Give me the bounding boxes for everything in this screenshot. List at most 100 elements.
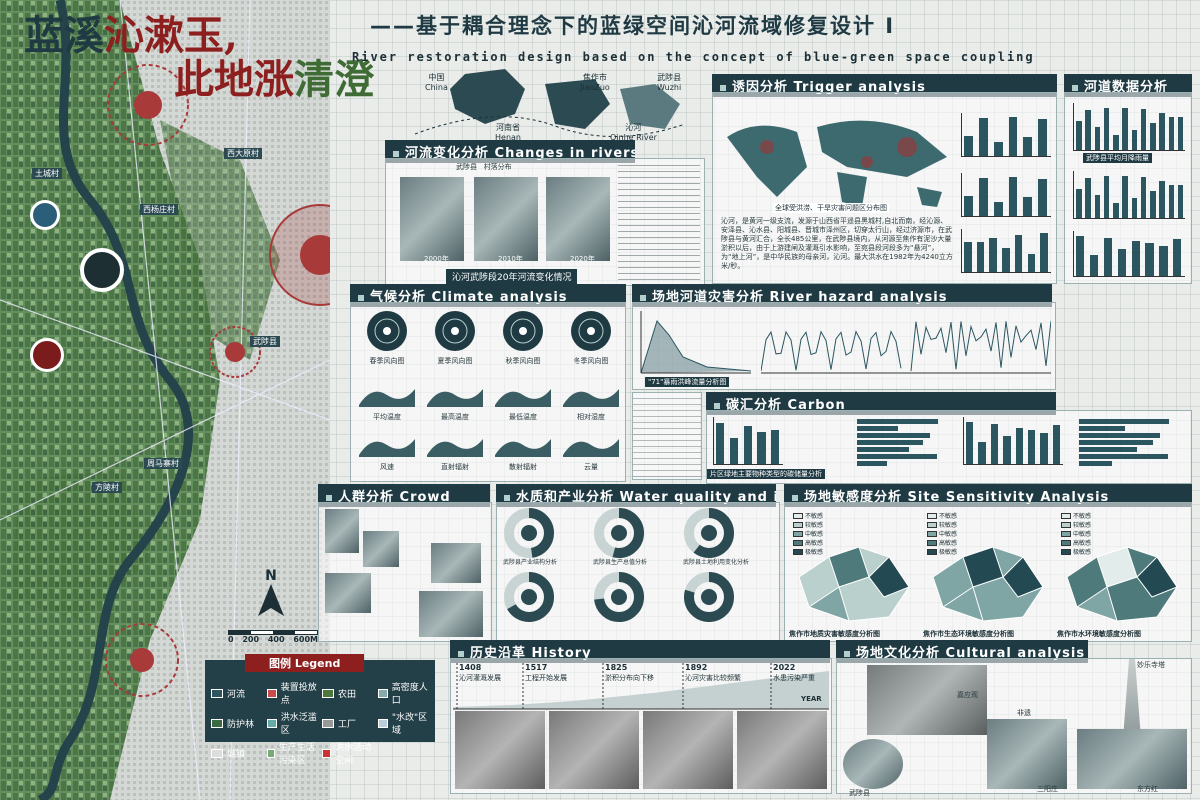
loc-qinhe-cn: 沁河	[625, 123, 642, 132]
wind-rose: 夏季风向图	[425, 309, 485, 369]
carbon-text-panel	[632, 392, 702, 480]
wind-rose-label: 夏季风向图	[437, 357, 473, 365]
carbon-caption: 片区绿地主要物种类型的碳储量分析	[707, 469, 825, 479]
sensitivity-legend-item: 中敏感	[793, 529, 823, 538]
hazard-panel: "71"暴雨洪峰流量分析图	[632, 302, 1056, 390]
surface-icon	[359, 389, 415, 407]
village-tag: 西杨庄村	[140, 204, 178, 215]
surface-icon	[427, 439, 483, 457]
changes-title: 河流变化分析 Changes in rivers	[385, 140, 635, 163]
chart-hbar	[857, 447, 910, 452]
chart-hbar	[857, 461, 887, 466]
history-year: 1825	[605, 663, 628, 672]
legend-swatch	[322, 718, 334, 728]
terrain-row-2: 风速直射辐射散射辐射云量	[357, 431, 621, 471]
cultural-photo-2	[987, 719, 1067, 789]
chart-bar	[1076, 235, 1085, 276]
carbon-hbar-chart	[857, 417, 947, 466]
loc-china-cn: 中国	[428, 73, 445, 82]
chart-bar	[1023, 197, 1033, 216]
year-2020: 2020年	[570, 255, 595, 263]
chart-bar	[1038, 118, 1048, 156]
changes-text	[618, 165, 700, 283]
location-map-graphic	[414, 69, 686, 137]
history-year: 1892	[685, 663, 707, 672]
chart-bar	[1103, 108, 1110, 150]
world-map	[727, 120, 947, 207]
carbon-title: 碳汇分析 Carbon	[706, 392, 1056, 415]
sensitivity-title: 场地敏感度分析 Site Sensitivity Analysis	[784, 484, 1192, 507]
legend-item: 城镇	[211, 740, 263, 766]
river-data-chart-3	[1073, 231, 1185, 277]
sensitivity-legend-label: 极敏感	[1073, 549, 1092, 556]
legend-label: 河流	[227, 689, 246, 700]
trigger-title: 诱因分析 Trigger analysis	[712, 74, 1057, 97]
cultural-photo-4	[843, 739, 903, 789]
headline-red: 沁漱玉,	[104, 12, 238, 59]
year-2010: 2010年	[498, 255, 523, 263]
legend-item: 生产生活污染区	[266, 740, 319, 766]
history-photo-2	[549, 711, 639, 789]
donut-chart	[593, 571, 683, 635]
cultural-label: 武陟县	[849, 789, 870, 797]
sensitivity-map-graphic	[1066, 546, 1178, 622]
trigger-bar-chart-2	[961, 173, 1051, 217]
legend-swatch	[211, 688, 223, 698]
chart-bar	[964, 242, 972, 272]
legend-swatch	[322, 748, 332, 758]
water-marker-icon[interactable]	[30, 200, 60, 230]
flood-peak-chart	[640, 311, 752, 374]
chart-bar	[978, 117, 988, 156]
chart-bar	[1085, 178, 1091, 218]
terrain-row-1: 平均温度最高温度最低温度相对湿度	[357, 381, 621, 421]
chart-bar	[757, 432, 766, 464]
sensitivity-legend-label: 不敏感	[805, 513, 824, 520]
sensitivity-map-graphic	[932, 546, 1044, 622]
loc-wuzhi-cn: 武陟县	[657, 73, 682, 82]
village-tag: 周马寨村	[144, 458, 182, 469]
chart-bar	[1094, 195, 1101, 218]
loc-henan-cn: 河南省	[495, 123, 520, 132]
history-axis-label: YEAR	[801, 695, 822, 703]
year-2000: 2000年	[424, 255, 449, 263]
hexagon-marker-icon[interactable]	[80, 248, 124, 292]
river-data-title: 河道数据分析	[1064, 74, 1192, 97]
cultural-title: 场地文化分析 Cultural analysis	[836, 640, 1088, 663]
donut-caption: 武陟县生产总值分析	[593, 559, 648, 566]
river-2020	[546, 177, 610, 261]
chart-bar	[1027, 429, 1036, 464]
north-arrow-icon	[258, 584, 284, 616]
trigger-panel: 全球受洪涝、干旱灾害问题区分布图 沁河，是黄河一级支流，发源于山西省平遥县黑城村…	[712, 92, 1057, 284]
flood-marker-icon[interactable]	[30, 338, 64, 372]
river-2010	[474, 177, 538, 261]
climate-surface: 直射辐射	[425, 431, 485, 471]
surface-icon	[359, 439, 415, 457]
chart-bar	[978, 442, 986, 464]
donut-graphic	[684, 572, 734, 622]
climate-surface-label: 云量	[584, 463, 598, 471]
sensitivity-caption: 焦作市地质灾害敏感度分析图	[789, 630, 880, 638]
chart-bar	[1113, 134, 1119, 150]
chart-bar	[1131, 198, 1138, 218]
sensitivity-legend-label: 不敏感	[939, 513, 958, 520]
scale-label: 0	[228, 635, 234, 644]
chart-bar	[966, 422, 974, 464]
loc-jiaozuo-en: JiaoZuo	[580, 83, 610, 92]
chart-bar	[1177, 117, 1184, 150]
sensitivity-legend-item: 较敏感	[927, 520, 957, 529]
trigger-text: 沁河，是黄河一级支流，发源于山西省平遥县黑城村,自北而南，经沁源、安泽县、沁水县…	[721, 217, 953, 271]
donut-caption: 武陟县产业结构分析	[503, 559, 558, 566]
climate-surface-label: 最高温度	[441, 413, 469, 421]
chart-bar	[1140, 109, 1147, 150]
chart-bar	[1122, 107, 1128, 150]
village-tag: 土城村	[32, 168, 62, 179]
crowd-photo-3	[431, 543, 481, 583]
crowd-photo-4	[325, 573, 371, 613]
wind-rose-label: 冬季风向图	[573, 357, 609, 365]
hazard-caption: "71"暴雨洪峰流量分析图	[645, 377, 730, 387]
legend-item: 洪水活动空间	[322, 740, 374, 766]
legend-item: "水改"区域	[377, 710, 430, 736]
chart-bar	[1150, 123, 1156, 150]
legend-title: 图例 Legend	[245, 654, 365, 672]
sensitivity-caption: 焦作市生态环境敏感度分析图	[923, 630, 1014, 638]
